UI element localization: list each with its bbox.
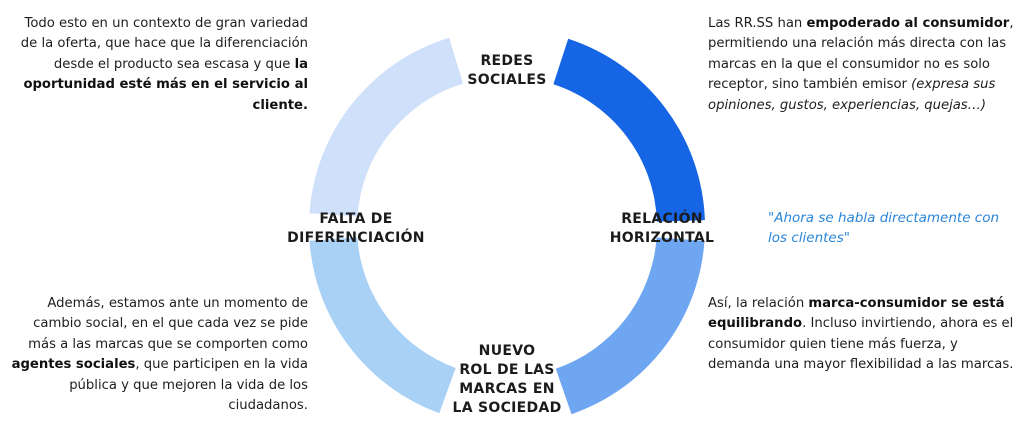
text-bold: empoderado al consumidor: [806, 16, 1010, 31]
node-label-line: MARCAS EN: [459, 381, 555, 397]
text-italic: (expresa sus opiniones, gustos, experien…: [708, 77, 996, 113]
node-label-line: HORIZONTAL: [609, 230, 715, 246]
arc-bottom-left: [309, 237, 456, 414]
text-bold: la oportunidad esté más en el servicio a…: [23, 56, 308, 113]
text-bottom-left: Además, estamos ante un momento de cambi…: [4, 294, 308, 416]
node-redes-sociales: REDES SOCIALES: [452, 52, 562, 90]
text-run: Las RR.SS han: [708, 16, 807, 31]
node-label-line: NUEVO: [478, 343, 536, 359]
node-label-line: RELACIÓN: [621, 211, 703, 227]
node-label-line: DIFERENCIACIÓN: [287, 230, 425, 246]
node-nuevo-rol: NUEVO ROL DE LAS MARCAS EN LA SOCIEDAD: [445, 342, 569, 418]
text-run: , permitiendo una relación más directa c…: [708, 16, 1014, 93]
node-label-line: LA SOCIEDAD: [452, 400, 562, 416]
text-run: , que participen en la vida pública y qu…: [69, 357, 308, 414]
text-run: . Incluso invirtiendo, ahora es el consu…: [708, 316, 1014, 373]
text-top-left: Todo esto en un contexto de gran varieda…: [10, 14, 308, 116]
node-label-line: SOCIALES: [467, 72, 547, 88]
node-falta-diferenciacion: FALTA DE DIFERENCIACIÓN: [284, 210, 428, 248]
text-bold: agentes sociales: [11, 357, 136, 373]
text-run: Todo esto en un contexto de gran varieda…: [20, 16, 308, 72]
text-top-right: Las RR.SS han empoderado al consumidor, …: [708, 14, 1020, 116]
node-label-line: FALTA DE: [319, 211, 393, 227]
node-label-line: REDES: [480, 53, 534, 69]
text-bottom-right: Así, la relación marca-consumidor se est…: [708, 294, 1016, 376]
node-label-line: ROL DE LAS: [459, 362, 555, 378]
text-bold: marca-consumidor se está equilibrando: [708, 296, 1005, 332]
text-run: Además, estamos ante un momento de cambi…: [28, 296, 308, 352]
arc-top-left: [309, 37, 464, 217]
arc-bottom-right: [555, 237, 705, 415]
quote-text: "Ahora se habla directamente con los cli…: [768, 210, 1000, 247]
text-run: Así, la relación: [708, 296, 809, 311]
node-relacion-horizontal: RELACIÓN HORIZONTAL: [596, 210, 728, 248]
arc-top-right: [553, 38, 705, 222]
